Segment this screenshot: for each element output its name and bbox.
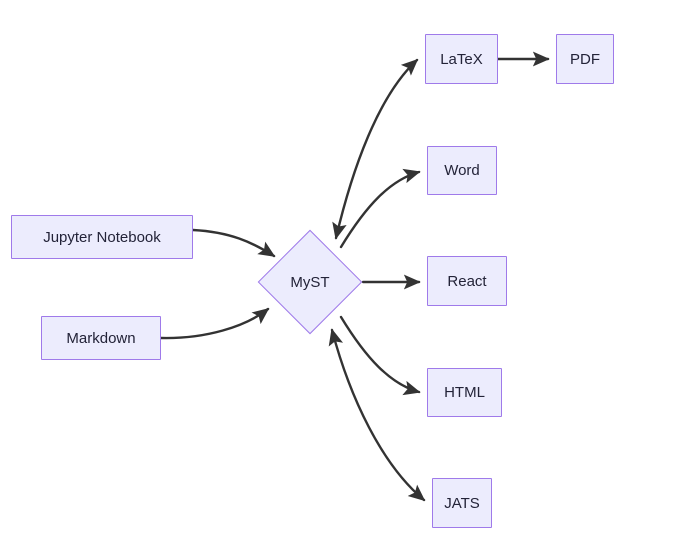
node-latex[interactable]: LaTeX (425, 34, 498, 84)
node-pdf[interactable]: PDF (556, 34, 614, 84)
node-label-word: Word (444, 162, 480, 179)
edge-myst-latex (332, 58, 419, 240)
edge-myst-html (339, 315, 421, 396)
node-markdown[interactable]: Markdown (41, 316, 161, 360)
edge-markdown-myst (159, 307, 270, 340)
node-label-latex: LaTeX (440, 50, 483, 68)
node-word[interactable]: Word (427, 146, 497, 195)
edge-jupyter-myst (191, 228, 276, 258)
node-label-jats: JATS (444, 494, 480, 512)
node-label-react: React (447, 272, 487, 290)
node-jats[interactable]: JATS (432, 478, 492, 528)
node-label-markdown: Markdown (66, 329, 136, 347)
node-react[interactable]: React (427, 256, 507, 306)
node-myst-diamond[interactable] (257, 229, 363, 335)
edge-myst-word (339, 168, 421, 249)
node-label-pdf: PDF (570, 50, 600, 68)
node-html[interactable]: HTML (427, 368, 502, 417)
node-jupyter-notebook[interactable]: Jupyter Notebook (11, 215, 193, 259)
node-label-html: HTML (444, 384, 485, 401)
edge-myst-jats (328, 328, 426, 502)
node-label-jupyter-notebook: Jupyter Notebook (43, 228, 161, 246)
